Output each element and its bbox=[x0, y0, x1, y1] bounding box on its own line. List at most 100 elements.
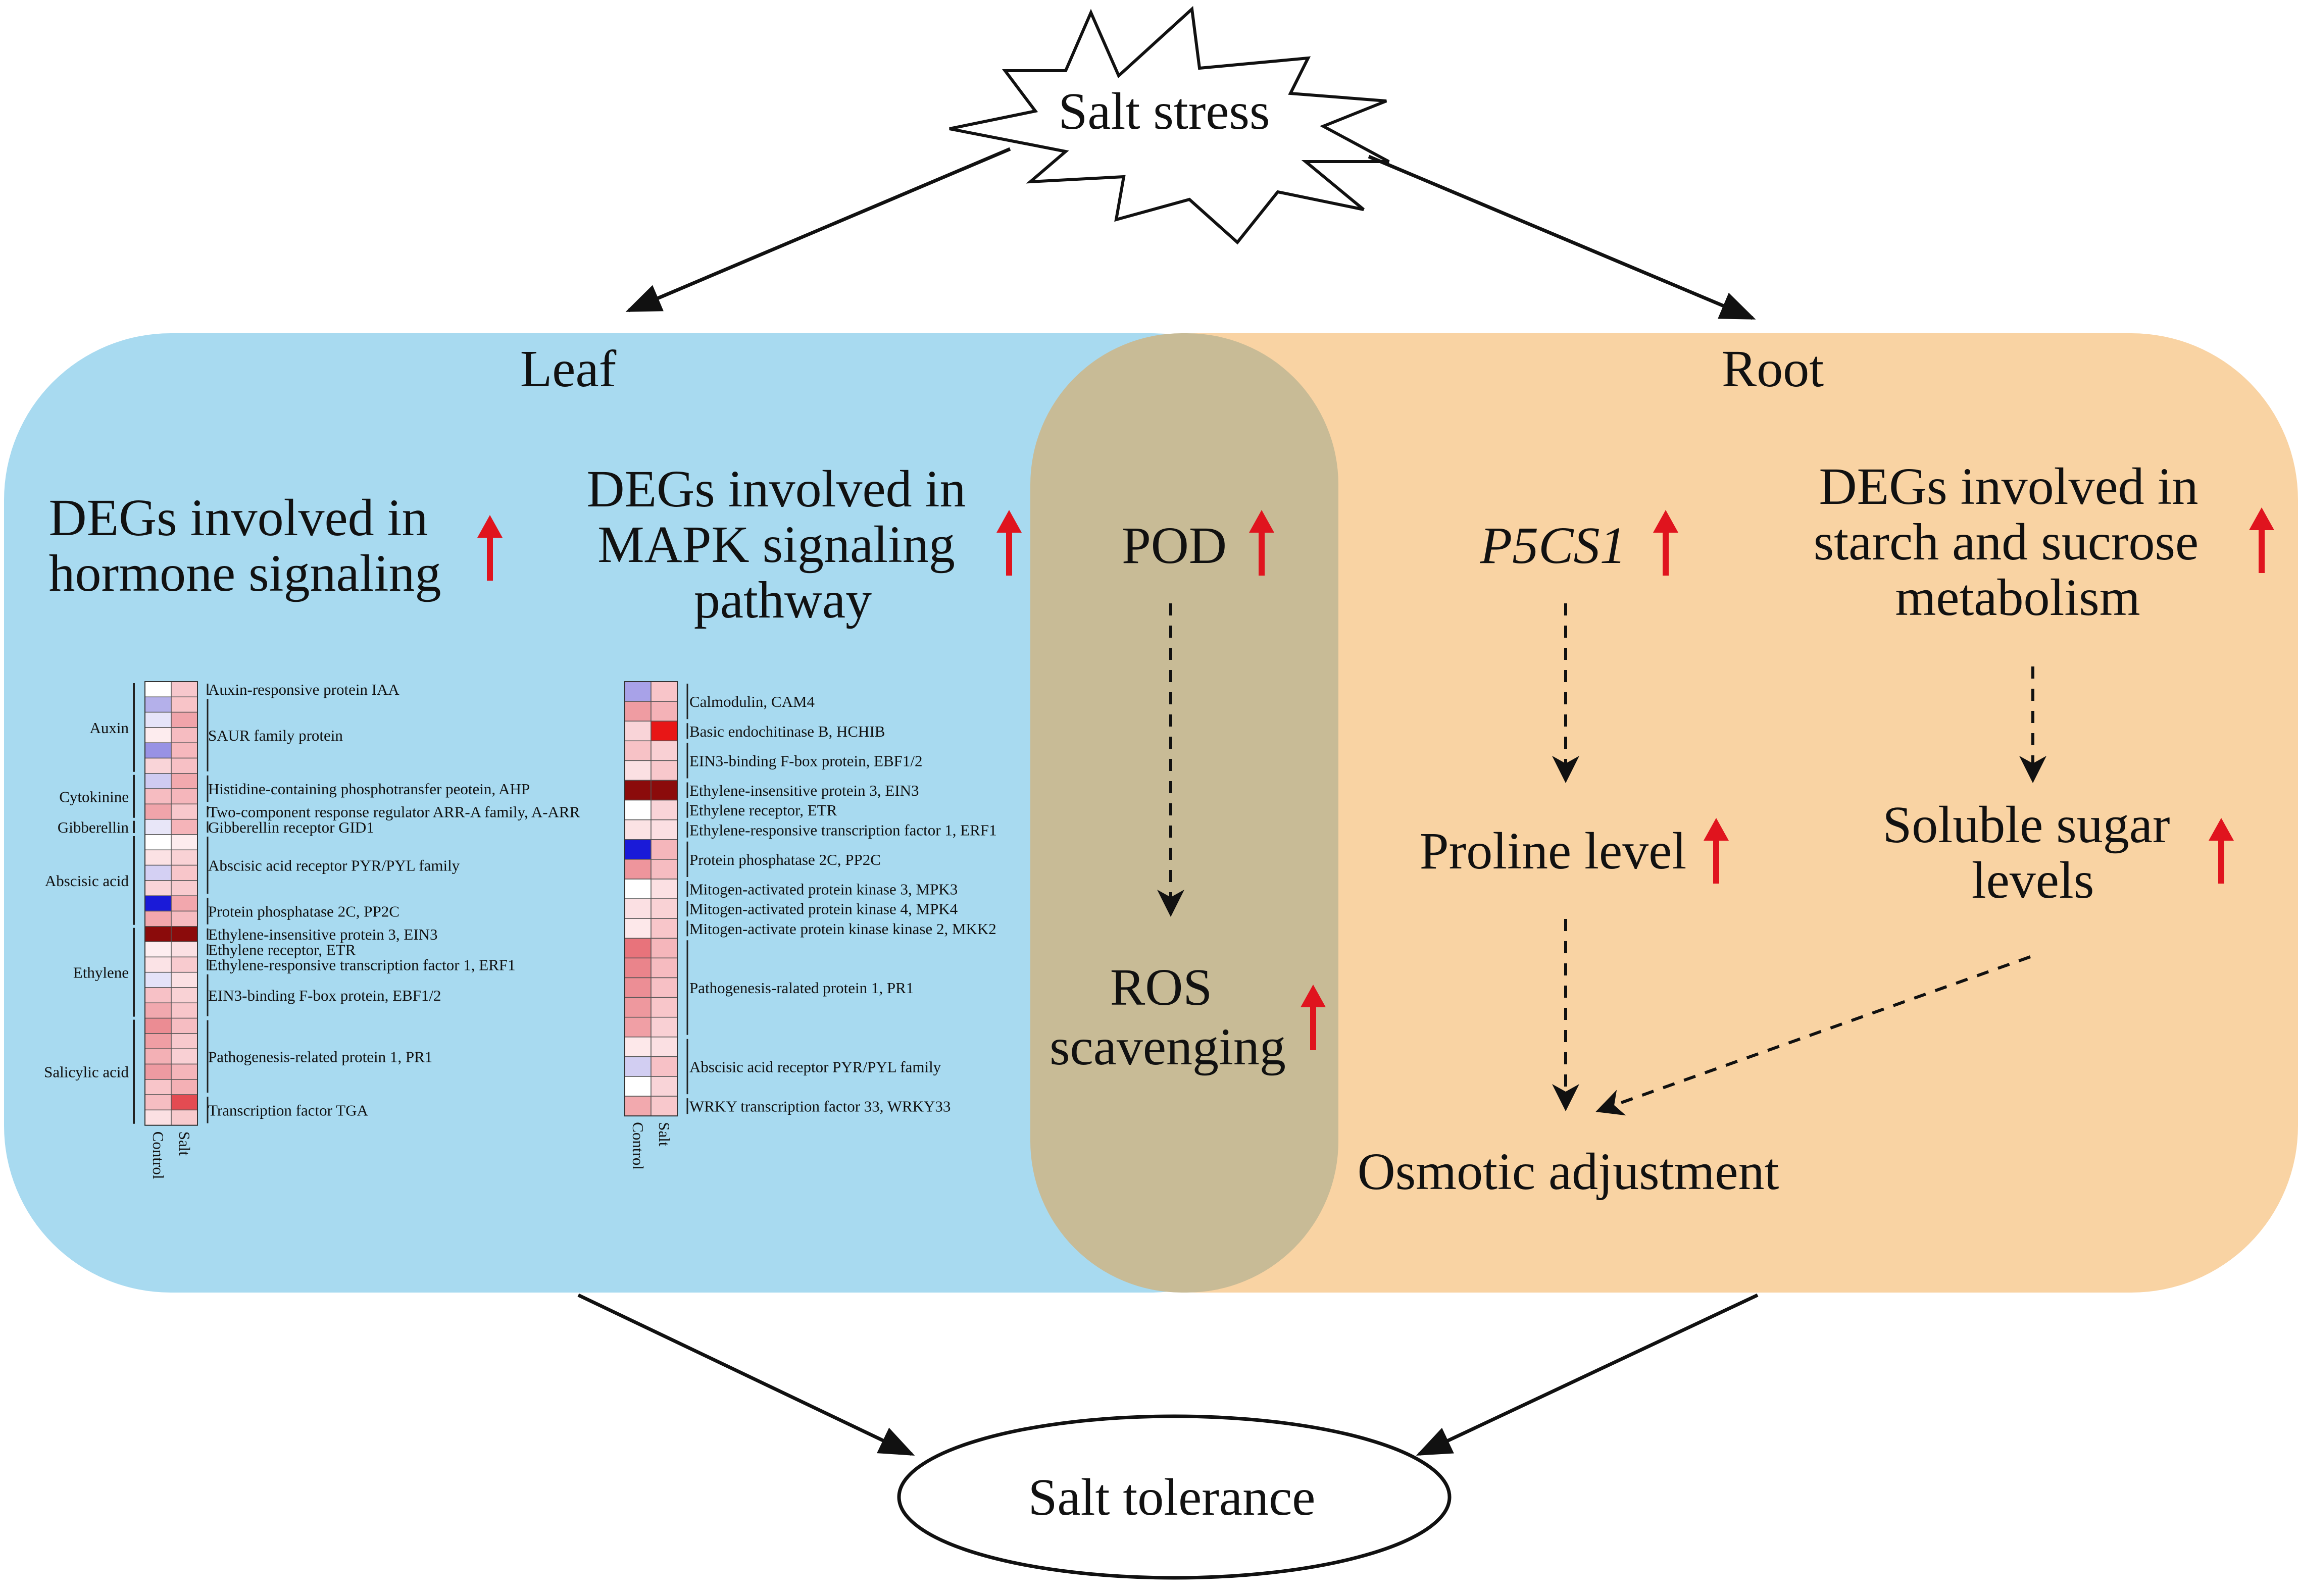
starch-sucrose-heading: DEGs involved in starch and sucrose meta… bbox=[1814, 457, 2212, 627]
hormone-heatmap-cell bbox=[144, 956, 172, 973]
p5cs1-label: P5CS1 bbox=[1480, 517, 1626, 575]
hormone-heatmap-group-label: Abscisic acid bbox=[45, 872, 129, 890]
mapk-heatmap-cell bbox=[651, 898, 678, 919]
hormone-heatmap-cell bbox=[144, 926, 172, 942]
hormone-heatmap-cell bbox=[171, 910, 198, 927]
mapk-signaling-heading: DEGs involved in MAPK signaling pathway bbox=[586, 460, 979, 629]
hormone-heatmap-cell bbox=[144, 773, 172, 789]
mapk-heatmap-cell bbox=[651, 799, 678, 820]
hormone-heatmap-cell bbox=[144, 788, 172, 805]
mapk-heatmap-cell bbox=[624, 1076, 652, 1097]
mapk-heatmap-cell bbox=[624, 819, 652, 840]
mapk-heatmap-border bbox=[624, 681, 678, 1117]
hormone-heatmap-row-label: Auxin-responsive protein IAA bbox=[208, 681, 399, 698]
mapk-heatmap-cell bbox=[624, 839, 652, 860]
hormone-heatmap-cell bbox=[171, 1063, 198, 1080]
hormone-heatmap-cell bbox=[144, 1033, 172, 1049]
pod-label: POD bbox=[1122, 517, 1227, 575]
mapk-heatmap-cell bbox=[651, 681, 678, 702]
hormone-heatmap-cell bbox=[144, 880, 172, 896]
mapk-heatmap-cell bbox=[624, 740, 652, 761]
hormone-heatmap-column-label: Salt bbox=[176, 1131, 193, 1156]
mapk-heading-line-3: pathway bbox=[694, 571, 872, 629]
hormone-heatmap-cell bbox=[144, 849, 172, 866]
hormone-heatmap-cell bbox=[144, 895, 172, 912]
hormone-heatmap-cell bbox=[144, 1094, 172, 1111]
hormone-heatmap-cell bbox=[171, 1109, 198, 1126]
hormone-heatmap-cell bbox=[171, 696, 198, 713]
hormone-heatmap-cell bbox=[144, 818, 172, 835]
mapk-heatmap-cell bbox=[624, 1056, 652, 1077]
salt-stress-starburst bbox=[949, 6, 1390, 245]
hormone-heatmap-cell bbox=[144, 1109, 172, 1126]
mapk-heatmap-cell bbox=[624, 977, 652, 998]
mapk-heading-line-1: DEGs involved in bbox=[586, 460, 966, 518]
mapk-heatmap-cell bbox=[624, 799, 652, 820]
mapk-heatmap-cell bbox=[624, 957, 652, 979]
mapk-heatmap-cell bbox=[624, 1096, 652, 1116]
hormone-heatmap-cell bbox=[144, 727, 172, 743]
soluble-sugar-label: Soluble sugar levels bbox=[1882, 796, 2183, 909]
hormone-heatmap-cell bbox=[171, 1094, 198, 1111]
mapk-heatmap-cell bbox=[624, 720, 652, 742]
hormone-heatmap-cell bbox=[144, 742, 172, 759]
hormone-heatmap-cell bbox=[144, 1063, 172, 1080]
hormone-heatmap-row-label: SAUR family protein bbox=[208, 727, 343, 744]
mapk-heatmap-cell bbox=[651, 720, 678, 742]
hormone-heatmap-cell bbox=[144, 803, 172, 820]
mapk-heatmap-row-label: Ethylene-insensitive protein 3, EIN3 bbox=[689, 782, 919, 799]
arrow-stress-to-leaf bbox=[625, 147, 1011, 313]
hormone-heatmap-cell bbox=[144, 696, 172, 713]
hormone-heatmap-row-label: EIN3-binding F-box protein, EBF1/2 bbox=[208, 987, 441, 1004]
mapk-heatmap-cell bbox=[651, 859, 678, 880]
mapk-heatmap-cell bbox=[624, 918, 652, 939]
mapk-heatmap-cell bbox=[624, 997, 652, 1018]
arrow-sugar-to-osmotic bbox=[1595, 955, 2031, 1116]
ros-scavenging-label: ROS scavenging bbox=[1050, 958, 1286, 1076]
p5cs1-up-arrow bbox=[1653, 510, 1678, 576]
hormone-heatmap-cell bbox=[171, 742, 198, 759]
mapk-heatmap-column-label: Salt bbox=[656, 1122, 673, 1147]
mapk-heatmap-cell bbox=[651, 1056, 678, 1077]
hormone-heatmap-group-label: Salicylic acid bbox=[44, 1063, 129, 1081]
mapk-heatmap-cell bbox=[651, 957, 678, 979]
mapk-heatmap-cell bbox=[624, 859, 652, 880]
hormone-heatmap-cell bbox=[171, 956, 198, 973]
hormone-heatmap-cell bbox=[171, 926, 198, 942]
hormone-heatmap-cell bbox=[171, 757, 198, 774]
hormone-heatmap-cell bbox=[171, 895, 198, 912]
starch-heading-line-1: DEGs involved in bbox=[1819, 457, 2198, 516]
mapk-heatmap-cell bbox=[651, 839, 678, 860]
mapk-heatmap-row-label: Ethylene-responsive transcription factor… bbox=[689, 821, 997, 839]
hormone-heatmap-cell bbox=[171, 818, 198, 835]
hormone-heatmap-cell bbox=[171, 681, 198, 698]
hormone-heatmap-row-label: Transcription factor TGA bbox=[208, 1101, 368, 1119]
hormone-heatmap-group-label: Cytokinine bbox=[59, 788, 129, 805]
ros-line-2: scavenging bbox=[1050, 1018, 1286, 1076]
hormone-heatmap-cell bbox=[171, 834, 198, 851]
root-region bbox=[1030, 333, 2298, 1293]
mapk-heatmap-cell bbox=[624, 898, 652, 919]
mapk-heatmap-cell bbox=[651, 918, 678, 939]
hormone-heatmap-cell bbox=[171, 849, 198, 866]
mapk-heatmap-cell bbox=[624, 1016, 652, 1038]
hormone-heatmap-row-label: Ethylene-insensitive protein 3, EIN3 bbox=[208, 925, 438, 943]
hormone-heatmap-cell bbox=[171, 941, 198, 958]
mapk-heatmap-cell bbox=[651, 1096, 678, 1116]
hormone-heatmap-cell bbox=[144, 711, 172, 728]
mapk-heatmap-column-label: Control bbox=[629, 1122, 647, 1170]
mapk-up-arrow bbox=[996, 510, 1022, 576]
mapk-heatmap-row-label: Mitogen-activated protein kinase 4, MPK4 bbox=[689, 900, 958, 918]
hormone-heatmap-group-label: Ethylene bbox=[73, 964, 129, 982]
osmotic-adjustment-label: Osmotic adjustment bbox=[1358, 1143, 1779, 1201]
hormone-heatmap-cell bbox=[171, 803, 198, 820]
mapk-heatmap-row-label: Protein phosphatase 2C, PP2C bbox=[689, 851, 881, 868]
hormone-heatmap-group-label: Gibberellin bbox=[58, 818, 129, 836]
mapk-heatmap-row-label: Basic endochitinase B, HCHIB bbox=[689, 723, 885, 740]
salt-tolerance-label: Salt tolerance bbox=[1028, 1468, 1316, 1526]
hormone-heatmap-cell bbox=[171, 1079, 198, 1095]
mapk-heatmap-row-label: Mitogen-activated protein kinase 3, MPK3 bbox=[689, 881, 958, 898]
hormone-heatmap-cell bbox=[171, 1033, 198, 1049]
hormone-heatmap-row-label: Histidine-containing phosphotransfer peo… bbox=[208, 780, 530, 798]
hormone-heatmap-row-label: Pathogenesis-related protein 1, PR1 bbox=[208, 1048, 432, 1065]
